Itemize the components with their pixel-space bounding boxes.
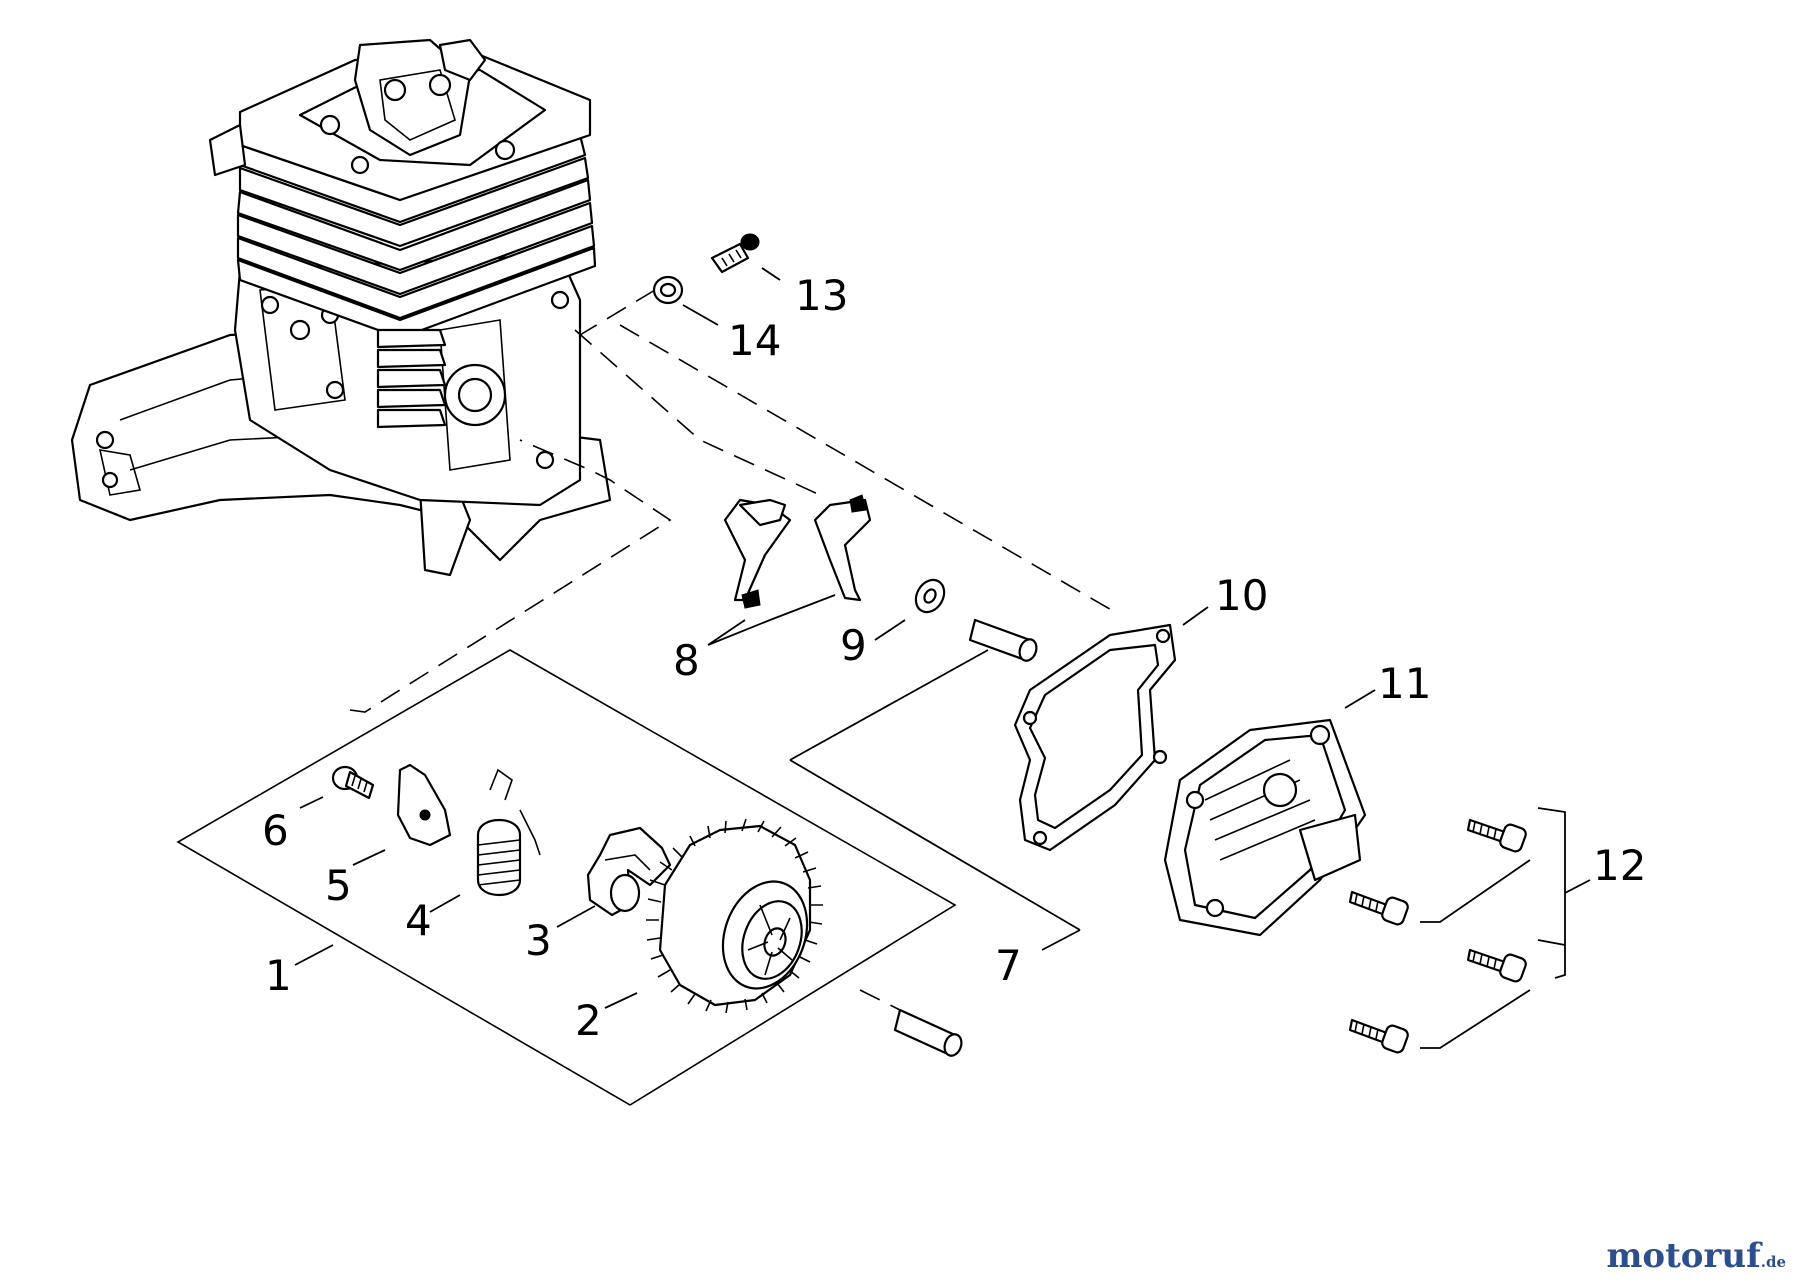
part-number-labels: 1 2 3 4 5 6 7 8 9 10 11 12 13 14 bbox=[262, 271, 1646, 1045]
part-4-spring bbox=[476, 768, 541, 897]
part-2-gear bbox=[646, 818, 823, 1014]
part-14-washer bbox=[652, 275, 684, 305]
part-12-screw-c bbox=[1466, 948, 1527, 983]
label-part-5: 5 bbox=[325, 861, 352, 910]
part-13-bolt bbox=[710, 233, 760, 274]
label-part-12: 12 bbox=[1593, 841, 1646, 890]
part-10-gasket bbox=[1013, 623, 1177, 852]
label-part-13: 13 bbox=[795, 271, 848, 320]
part-12-screw-b bbox=[1348, 890, 1409, 926]
part-3-cam bbox=[586, 826, 672, 917]
label-part-9: 9 bbox=[840, 621, 867, 670]
label-part-1: 1 bbox=[265, 951, 292, 1000]
part-11-cover bbox=[1163, 718, 1367, 937]
part-9-washer bbox=[914, 578, 946, 614]
label-part-7: 7 bbox=[995, 941, 1022, 990]
part-7-pin-upper bbox=[968, 618, 1038, 662]
label-part-2: 2 bbox=[575, 996, 602, 1045]
label-part-10: 10 bbox=[1215, 571, 1268, 620]
label-part-11: 11 bbox=[1378, 659, 1431, 708]
part-8-rocker-arms bbox=[723, 494, 872, 609]
cylinder-fins bbox=[236, 133, 597, 429]
leader-lines bbox=[294, 267, 1591, 1049]
watermark-name: motoruf bbox=[1606, 1236, 1761, 1276]
watermark-tld: .de bbox=[1760, 1253, 1786, 1271]
part-1-assembly-box bbox=[176, 649, 957, 1106]
label-part-4: 4 bbox=[405, 896, 432, 945]
part-12-screw-d bbox=[1348, 1018, 1409, 1054]
label-part-3: 3 bbox=[525, 916, 552, 965]
part-5-plate bbox=[396, 763, 452, 847]
engine-block-drawing bbox=[70, 38, 612, 577]
part-7-pin-lower bbox=[893, 1008, 963, 1057]
part-12-screw-a bbox=[1466, 818, 1527, 853]
label-part-6: 6 bbox=[262, 806, 289, 855]
motoruf-watermark-logo: motoruf.de bbox=[1606, 1236, 1786, 1276]
part-6-screw bbox=[331, 765, 375, 800]
label-part-8: 8 bbox=[673, 636, 700, 685]
assembly-dashed-lines bbox=[349, 289, 1121, 1011]
label-part-14: 14 bbox=[728, 316, 781, 365]
